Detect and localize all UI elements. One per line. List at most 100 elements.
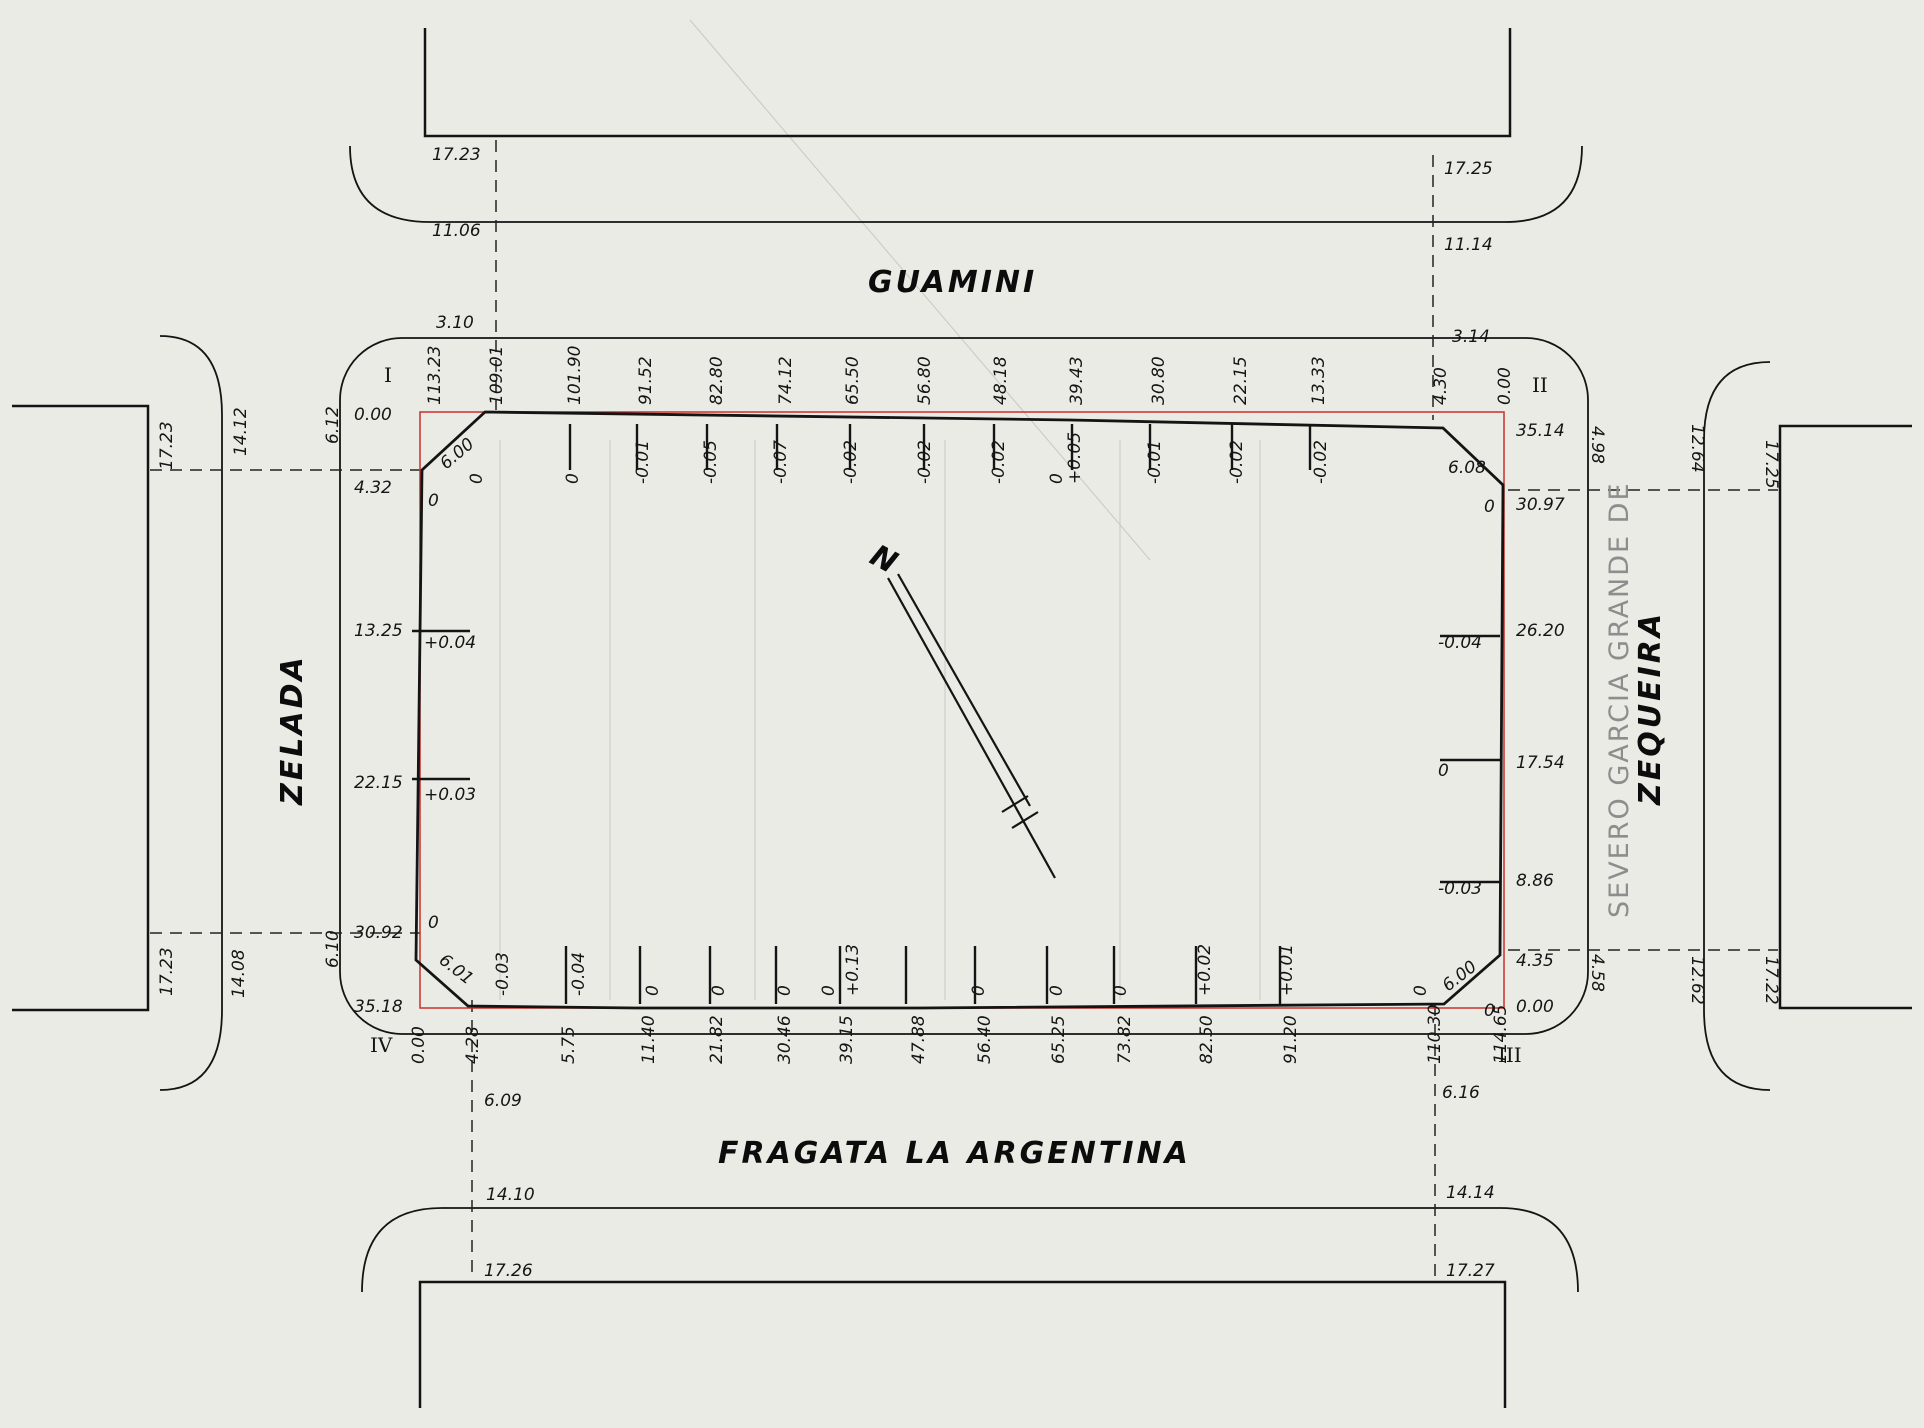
east-chainage-label: 35.14 bbox=[1516, 421, 1565, 441]
north-offset-label: -0.07 bbox=[771, 440, 791, 484]
dim-ne-top: 17.25 bbox=[1444, 159, 1493, 179]
north-offset-label: +0.05 bbox=[1065, 432, 1085, 484]
north-arrow bbox=[887, 573, 1056, 879]
dim-ne-low: 3.14 bbox=[1452, 327, 1490, 347]
south-chainage-label: 11.40 bbox=[639, 1015, 659, 1064]
dim-w-upper-c: 6.12 bbox=[323, 406, 343, 444]
north-chainage-label: 91.52 bbox=[636, 356, 656, 405]
west-chainage-label: 0.00 bbox=[354, 405, 392, 425]
south-chainage-label: 91.20 bbox=[1281, 1015, 1301, 1064]
east-chainage-label: 17.54 bbox=[1516, 753, 1565, 773]
dim-nw-mid: 11.06 bbox=[432, 221, 481, 241]
street-name-fragata-la-argentina: FRAGATA LA ARGENTINA bbox=[718, 1136, 1191, 1171]
west-chainage-label: 30.92 bbox=[354, 923, 403, 943]
west-offset-label: 0 bbox=[428, 491, 439, 511]
south-chainage-label: 56.40 bbox=[975, 1015, 995, 1064]
neighbouring-blocks bbox=[12, 28, 1912, 1408]
corner-label-2: II bbox=[1532, 373, 1548, 397]
dim-se-top: 6.16 bbox=[1442, 1083, 1480, 1103]
south-offset-label: -0.04 bbox=[569, 952, 589, 996]
north-chainage-label: 74.12 bbox=[776, 356, 796, 405]
north-chainage-label: 39.43 bbox=[1067, 356, 1087, 405]
west-offset-label: +0.04 bbox=[424, 633, 476, 653]
pencil-guidelines bbox=[499, 19, 1261, 1000]
dim-se-mid: 14.14 bbox=[1446, 1183, 1495, 1203]
east-chainage-label: 26.20 bbox=[1516, 621, 1565, 641]
chamfer-values: 6.00 6.08 6.01 6.00 bbox=[435, 434, 1486, 996]
curb-lines bbox=[159, 145, 1771, 1293]
east-offset-label: 0 bbox=[1438, 761, 1449, 781]
dimension-lines bbox=[150, 140, 1778, 1278]
north-chainage-label: 109.01 bbox=[487, 346, 507, 405]
south-offset-label: 0 bbox=[1047, 985, 1067, 996]
north-chainage-label: 0.00 bbox=[1495, 367, 1515, 405]
street-name-zequeira: ZEQUEIRA bbox=[1633, 611, 1668, 806]
dim-nw-low: 3.10 bbox=[436, 313, 474, 333]
dim-e-lower-c: 17.22 bbox=[1761, 956, 1781, 1005]
dim-sw-low: 17.26 bbox=[484, 1261, 533, 1281]
north-chainage-label: 48.18 bbox=[991, 356, 1011, 405]
south-offset-label: 0 bbox=[819, 985, 839, 996]
east-offset-label: -0.03 bbox=[1438, 879, 1482, 899]
corner-label-4: IV bbox=[370, 1033, 393, 1057]
dim-w-upper-a: 17.23 bbox=[157, 421, 177, 470]
west-chainage-label: 35.18 bbox=[354, 997, 403, 1017]
street-name-zelada: ZELADA bbox=[275, 654, 310, 806]
offset-ticks bbox=[412, 424, 1500, 1004]
north-offset-label: -0.02 bbox=[1311, 440, 1331, 484]
dim-w-lower-b: 14.08 bbox=[229, 949, 249, 998]
north-offset-label: 0 bbox=[1047, 473, 1067, 484]
south-chainage-label: 21.82 bbox=[707, 1015, 727, 1064]
dim-w-upper-b: 14.12 bbox=[231, 407, 251, 456]
east-offset-label: 0 bbox=[1484, 497, 1495, 517]
east-chainage-label: 8.86 bbox=[1516, 871, 1554, 891]
east-offset-label: 0 bbox=[1484, 1001, 1495, 1021]
north-offset-label: -0.02 bbox=[989, 440, 1009, 484]
north-offset-label: 0 bbox=[563, 473, 583, 484]
dim-w-lower-c: 6.10 bbox=[323, 930, 343, 968]
east-chainage-label: 0.00 bbox=[1516, 997, 1554, 1017]
south-chainage-label: 0.00 bbox=[409, 1026, 429, 1064]
corner-label-1: I bbox=[384, 363, 392, 387]
north-chainage-label: 30.80 bbox=[1149, 356, 1169, 405]
west-chainage-label: 4.32 bbox=[354, 478, 392, 498]
north-chainage-label: 65.50 bbox=[843, 356, 863, 405]
east-offset-label: -0.04 bbox=[1438, 633, 1482, 653]
west-chainage-label: 22.15 bbox=[354, 773, 403, 793]
south-offset-label: 0 bbox=[969, 985, 989, 996]
south-offset-label: 0 bbox=[709, 985, 729, 996]
north-chainage-label: 4.30 bbox=[1431, 367, 1451, 405]
south-chainage-label: 110.30 bbox=[1425, 1005, 1445, 1064]
south-offset-label: +0.01 bbox=[1277, 944, 1297, 996]
dim-e-upper-c: 17.25 bbox=[1761, 440, 1781, 489]
south-offset-label: +0.02 bbox=[1195, 944, 1215, 996]
street-dimension-values: 17.23 11.06 3.10 17.25 11.14 3.14 6.09 1… bbox=[157, 145, 1781, 1281]
north-offset-label: -0.01 bbox=[1145, 440, 1165, 484]
north-offset-label: -0.02 bbox=[915, 440, 935, 484]
dim-sw-top: 6.09 bbox=[484, 1091, 522, 1111]
south-chainage-label: 82.50 bbox=[1197, 1015, 1217, 1064]
dim-nw-top: 17.23 bbox=[432, 145, 481, 165]
street-name-guamini: GUAMINI bbox=[868, 265, 1037, 300]
dim-ne-mid: 11.14 bbox=[1444, 235, 1493, 255]
dim-se-low: 17.27 bbox=[1446, 1261, 1495, 1281]
south-chainage-label: 39.15 bbox=[837, 1015, 857, 1064]
north-chainage-label: 56.80 bbox=[915, 356, 935, 405]
block-boundary bbox=[414, 410, 1505, 1010]
dim-e-lower-a: 4.58 bbox=[1587, 954, 1607, 992]
south-chainage-label: 5.75 bbox=[559, 1026, 579, 1064]
west-offset-label: +0.03 bbox=[424, 785, 476, 805]
dim-e-upper-b: 12.64 bbox=[1687, 424, 1707, 473]
south-offset-label: 0 bbox=[1111, 985, 1131, 996]
north-chainage-label: 13.33 bbox=[1309, 356, 1329, 405]
dim-sw-mid: 14.10 bbox=[486, 1185, 535, 1205]
west-offset-label: 0 bbox=[428, 913, 439, 933]
pencil-note-severo-garcia-grande: SEVERO GARCIA GRANDE DE bbox=[1604, 481, 1635, 918]
north-chainage-label: 82.80 bbox=[707, 356, 727, 405]
south-offset-label: -0.03 bbox=[493, 952, 513, 996]
south-offset-label: 0 bbox=[775, 985, 795, 996]
dim-w-lower-a: 17.23 bbox=[157, 947, 177, 996]
